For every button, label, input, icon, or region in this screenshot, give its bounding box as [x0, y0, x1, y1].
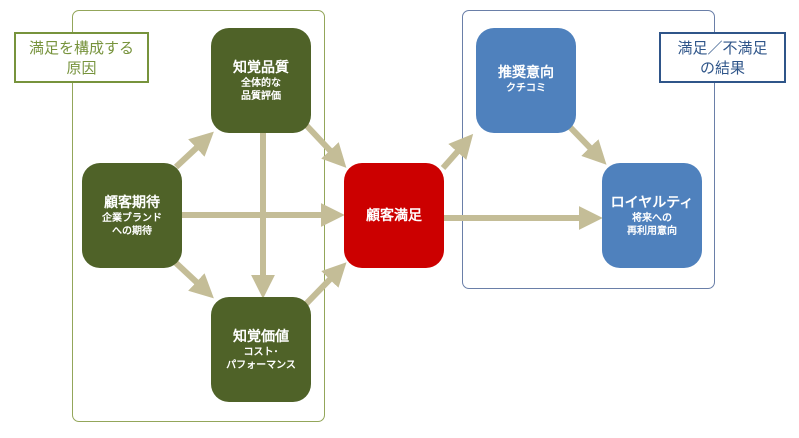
arrow-quality-to-satisfaction [303, 122, 347, 168]
node-subtitle: パフォーマンス [226, 359, 296, 371]
results-label-line2: の結果 [699, 59, 745, 77]
causes-label-line2: 原因 [66, 59, 97, 77]
node-title: 推奨意向 [498, 65, 554, 81]
node-recommendation: 推奨意向 クチコミ [476, 28, 576, 133]
causes-label-line1: 満足を構成する [28, 39, 134, 57]
results-label: 満足／不満足 の結果 [659, 32, 786, 83]
node-subtitle: への期待 [112, 225, 152, 237]
node-subtitle: コスト･ [243, 346, 279, 358]
node-subtitle: 品質評価 [241, 90, 281, 102]
node-subtitle: 全体的な [241, 77, 281, 89]
node-subtitle: 将来への [632, 212, 672, 224]
arrow-expectation-to-value [173, 260, 214, 299]
results-label-line1: 満足／不満足 [677, 39, 768, 57]
node-title: 知覚品質 [233, 59, 289, 76]
node-title: ロイヤルティ [610, 194, 694, 211]
arrow-satisfaction-to-recommendation [440, 133, 474, 170]
node-subtitle: クチコミ [506, 83, 546, 94]
node-title: 顧客期待 [104, 194, 160, 211]
arrow-expectation-to-quality [173, 131, 214, 170]
arrow-value-to-satisfaction [303, 262, 347, 307]
node-perceived-value: 知覚価値 コスト･ パフォーマンス [211, 297, 311, 402]
node-perceived-quality: 知覚品質 全体的な 品質評価 [211, 28, 311, 133]
node-subtitle: 再利用意向 [627, 225, 677, 237]
node-title: 知覚価値 [233, 328, 289, 345]
arrow-recommendation-to-loyalty [566, 123, 607, 165]
node-customer-satisfaction: 顧客満足 [344, 163, 444, 268]
node-title: 顧客満足 [366, 207, 422, 224]
node-loyalty: ロイヤルティ 将来への 再利用意向 [602, 163, 702, 268]
causes-label: 満足を構成する 原因 [14, 32, 149, 83]
node-customer-expectation: 顧客期待 企業ブランド への期待 [82, 163, 182, 268]
node-subtitle: 企業ブランド [102, 212, 162, 224]
